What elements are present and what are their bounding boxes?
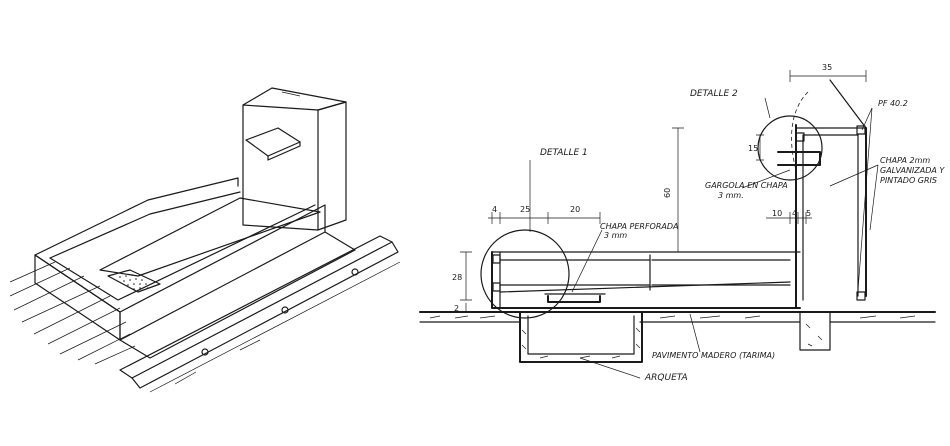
dim-2: 2 xyxy=(454,304,459,313)
label-detalle2: DETALLE 2 xyxy=(690,89,738,99)
pf-profile-1 xyxy=(795,132,805,142)
rail-bolt-1 xyxy=(201,348,209,356)
dim-15: 15 xyxy=(748,144,758,153)
section-view: DETALLE 1 DETALLE 2 CHAPA PERFORADA 3 mm… xyxy=(419,63,945,383)
dim-28: 28 xyxy=(452,273,462,282)
tower-top-slot xyxy=(281,91,301,97)
dim-top-left-line xyxy=(488,212,601,224)
drain-channel xyxy=(547,295,601,303)
ground-hatch xyxy=(149,261,401,393)
label-detalle1: DETALLE 1 xyxy=(540,148,588,158)
dim-60-line xyxy=(672,127,684,253)
label-gargola: GARGOLA EN CHAPA xyxy=(705,181,788,190)
grate-dots xyxy=(119,274,149,290)
inclined-plane xyxy=(99,197,321,277)
foundation-hatch xyxy=(805,323,823,347)
pf-profile-5 xyxy=(492,282,501,292)
label-arqueta: ARQUETA xyxy=(644,373,688,383)
arqueta-inner xyxy=(527,315,635,355)
leader-pf xyxy=(857,107,873,291)
pf-profile-2 xyxy=(856,125,866,135)
leader-gargola xyxy=(741,169,791,189)
dim-15-line xyxy=(756,134,764,161)
ground-rail-side xyxy=(131,241,399,389)
dim-20: 20 xyxy=(570,205,580,214)
tray-back-edge xyxy=(34,177,239,256)
ground-rail xyxy=(119,235,393,379)
detail-2-circle xyxy=(757,115,823,181)
detail-1-circle xyxy=(480,229,570,319)
leader-detalle2 xyxy=(764,97,771,119)
arqueta-pit xyxy=(519,311,643,363)
isometric-view xyxy=(9,87,401,393)
label-pf: PF 40.2 xyxy=(878,99,908,108)
dim-35: 35 xyxy=(822,63,832,72)
floor-hatch xyxy=(429,315,916,319)
perforated-grate xyxy=(107,269,161,293)
tray-top-edge xyxy=(34,254,121,313)
lid-swing xyxy=(791,91,809,171)
dim-28-line xyxy=(460,251,472,301)
dim-top-right-line xyxy=(766,212,812,224)
label-chapa2-l3: PINTADO GRIS xyxy=(880,176,937,185)
pf-profile-3 xyxy=(856,291,866,301)
leader-pavimento xyxy=(689,313,701,353)
rail-bolt-2 xyxy=(281,306,289,314)
tray-inner-rim xyxy=(49,204,316,301)
gargoyle-spout xyxy=(245,127,301,157)
dim-4: 4 xyxy=(492,205,497,214)
tower-lid xyxy=(829,79,867,129)
deck-planks xyxy=(9,261,136,365)
leader-chapa-perforada xyxy=(571,229,603,293)
dim-35-line xyxy=(789,70,867,82)
dim-10: 10 xyxy=(772,209,782,218)
label-chapa2-l1: CHAPA 2mm xyxy=(880,156,930,165)
leader-chapa2 xyxy=(829,164,879,231)
label-chapa2-l2: GALVANIZADA Y xyxy=(880,166,945,175)
foundation xyxy=(799,311,831,351)
leader-arqueta xyxy=(579,357,641,379)
tower-inner xyxy=(802,134,859,301)
dim-60: 60 xyxy=(663,188,672,198)
dim-4b: 4 xyxy=(792,209,797,218)
tray-slope xyxy=(499,281,791,293)
tray-outline xyxy=(491,251,801,309)
rail-bolt-3 xyxy=(351,268,359,276)
label-chapa-perforada: CHAPA PERFORADA xyxy=(600,222,679,231)
pf-profile-4 xyxy=(492,254,501,264)
tower-top xyxy=(242,87,347,111)
arqueta-hatch xyxy=(521,327,641,359)
dim-25: 25 xyxy=(520,205,530,214)
gargoyle-edge xyxy=(267,141,301,161)
label-pavimento: PAVIMENTO MADERO (TARIMA) xyxy=(652,351,775,360)
tray-base xyxy=(119,231,356,359)
tower-front xyxy=(242,104,319,231)
gargola xyxy=(777,151,821,166)
tower-side xyxy=(317,101,347,231)
dim-5: 5 xyxy=(806,209,811,218)
label-chapa-perforada-esp: 3 mm xyxy=(604,231,627,240)
tray-inner-back xyxy=(49,191,241,259)
label-gargola-esp: 3 mm. xyxy=(718,191,744,200)
